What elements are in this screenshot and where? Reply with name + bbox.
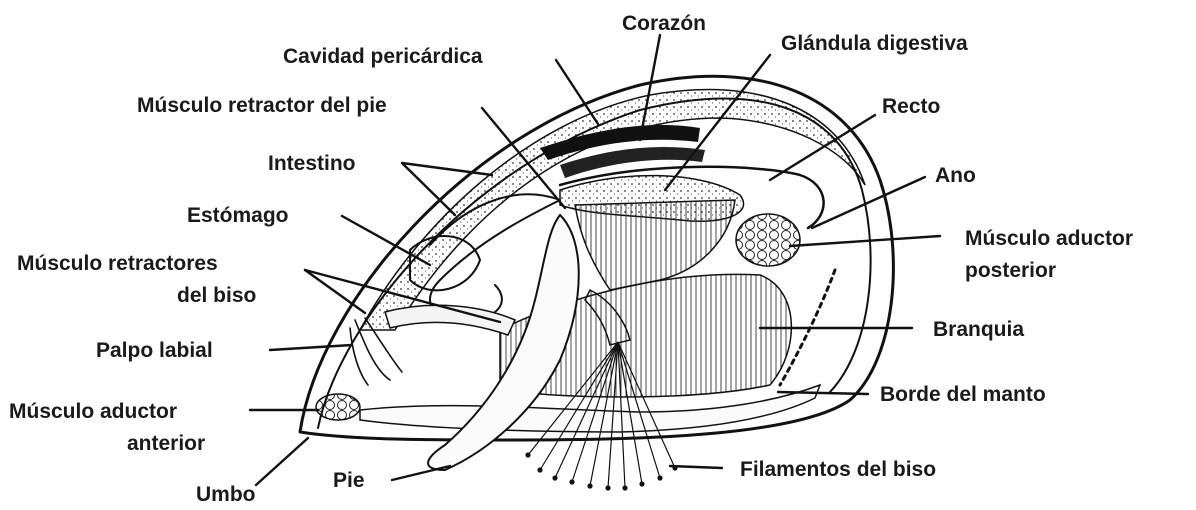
label-aductor-post-1: Músculo aductor [965,227,1133,250]
leader-palpo [270,345,352,350]
leader-pie [392,466,450,480]
leader-filamentos [670,466,722,468]
label-glandula: Glándula digestiva [781,32,968,55]
label-umbo: Umbo [196,483,256,506]
label-aductor-ant-2: anterior [127,432,205,455]
leader-umbo [256,438,308,485]
label-corazon: Corazón [622,12,706,35]
label-borde-manto: Borde del manto [880,383,1046,406]
leader-aductor-post [790,236,940,246]
label-branquia: Branquia [933,318,1024,341]
heart [560,147,705,178]
label-intestino: Intestino [268,152,356,175]
label-palpo: Palpo labial [96,339,213,362]
label-retractores-1: Músculo retractores [17,252,218,275]
label-recto: Recto [882,95,940,118]
mussel-illustration [300,76,893,490]
label-retractores-2: del biso [177,284,256,307]
leader-intestino-2 [402,163,455,215]
label-estomago: Estómago [187,204,289,227]
leader-retractores-2 [305,270,365,313]
label-filamentos: Filamentos del biso [740,458,936,481]
label-cavidad: Cavidad pericárdica [283,45,483,68]
label-ano: Ano [935,164,976,187]
label-aductor-ant-1: Músculo aductor [9,400,177,423]
label-pie: Pie [333,469,365,492]
anterior-adductor [316,394,360,420]
byssus-tips [525,452,677,490]
label-retractor-pie: Músculo retractor del pie [137,94,387,117]
posterior-adductor [736,214,800,266]
label-aductor-post-2: posterior [965,259,1056,282]
